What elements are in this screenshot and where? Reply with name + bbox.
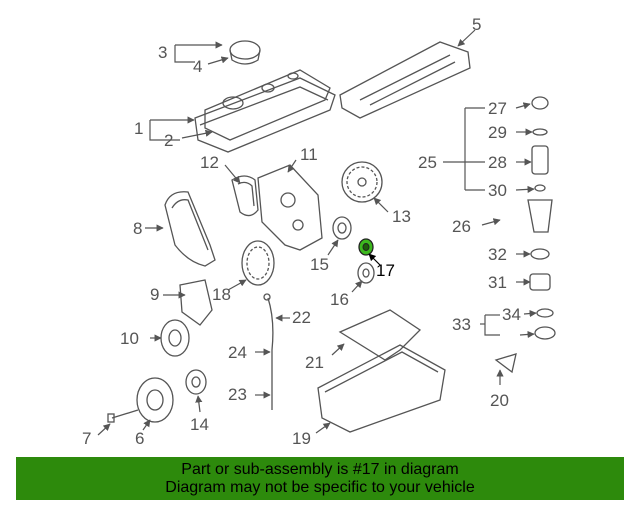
- dipstick: [263, 293, 274, 410]
- callout-20: 20: [490, 391, 509, 410]
- callout-29: 29: [488, 123, 507, 142]
- oil-filler-cap: [229, 40, 261, 65]
- callout-3: 3: [158, 43, 167, 62]
- callout-25: 25: [418, 153, 437, 172]
- bolt: [107, 409, 139, 423]
- callout-30: 30: [488, 181, 507, 200]
- callout-9: 9: [150, 285, 159, 304]
- callout-32: 32: [488, 245, 507, 264]
- callout-8: 8: [133, 219, 142, 238]
- callout-16: 16: [330, 290, 349, 309]
- callout-labels: 3 4 5 1 2 27 29 12 11 25 28 30 13 26 8 3…: [82, 15, 521, 448]
- callout-33: 33: [452, 315, 471, 334]
- callout-24: 24: [228, 343, 247, 362]
- callout-2: 2: [164, 131, 173, 150]
- crankshaft-sprocket: [241, 240, 275, 286]
- engine-cover: [339, 41, 471, 119]
- timing-belt-cover-front: [164, 191, 216, 267]
- callout-18: 18: [212, 285, 231, 304]
- callout-12: 12: [200, 153, 219, 172]
- callout-1: 1: [134, 119, 143, 138]
- callout-7: 7: [82, 429, 91, 448]
- oil-pan: [317, 344, 446, 433]
- idler-pulley: [332, 216, 352, 240]
- callout-15: 15: [310, 255, 329, 274]
- callout-19: 19: [292, 429, 311, 448]
- callout-22: 22: [292, 308, 311, 327]
- callout-6: 6: [135, 429, 144, 448]
- tensioner-roller: [357, 262, 375, 284]
- timing-belt-cover-rear: [257, 164, 323, 251]
- callout-26: 26: [452, 217, 471, 236]
- highlighted-part-17: [358, 238, 374, 256]
- callout-13: 13: [392, 207, 411, 226]
- banner-line-1: Part or sub-assembly is #17 in diagram: [181, 461, 459, 478]
- callout-4: 4: [193, 57, 202, 76]
- callout-31: 31: [488, 273, 507, 292]
- banner-line-2: Diagram may not be specific to your vehi…: [165, 479, 475, 496]
- valve-cover-gasket: [194, 77, 336, 153]
- cylinder-head-cover: [204, 69, 331, 141]
- callout-5: 5: [472, 15, 481, 34]
- oil-pump: [160, 319, 190, 357]
- callout-27: 27: [488, 99, 507, 118]
- small-bracket: [494, 353, 517, 374]
- vibration-damper: [136, 377, 174, 423]
- callout-21: 21: [305, 353, 324, 372]
- timing-belt: [231, 175, 259, 217]
- callout-17: 17: [376, 261, 395, 280]
- oil-filter-housing: [527, 96, 556, 340]
- callout-14: 14: [190, 415, 209, 434]
- camshaft-sprocket: [341, 161, 383, 203]
- callout-10: 10: [120, 329, 139, 348]
- callout-28: 28: [488, 153, 507, 172]
- parts-diagram: 3 4 5 1 2 27 29 12 11 25 28 30 13 26 8 3…: [82, 15, 556, 448]
- sprocket-small: [185, 369, 207, 395]
- callout-11: 11: [300, 145, 318, 164]
- leader-lines: [97, 29, 537, 436]
- oil-baffle: [338, 309, 422, 361]
- callout-34: 34: [502, 305, 521, 324]
- notice-banner: Part or sub-assembly is #17 in diagram D…: [16, 457, 624, 500]
- bracket-plate: [179, 279, 213, 326]
- callout-23: 23: [228, 385, 247, 404]
